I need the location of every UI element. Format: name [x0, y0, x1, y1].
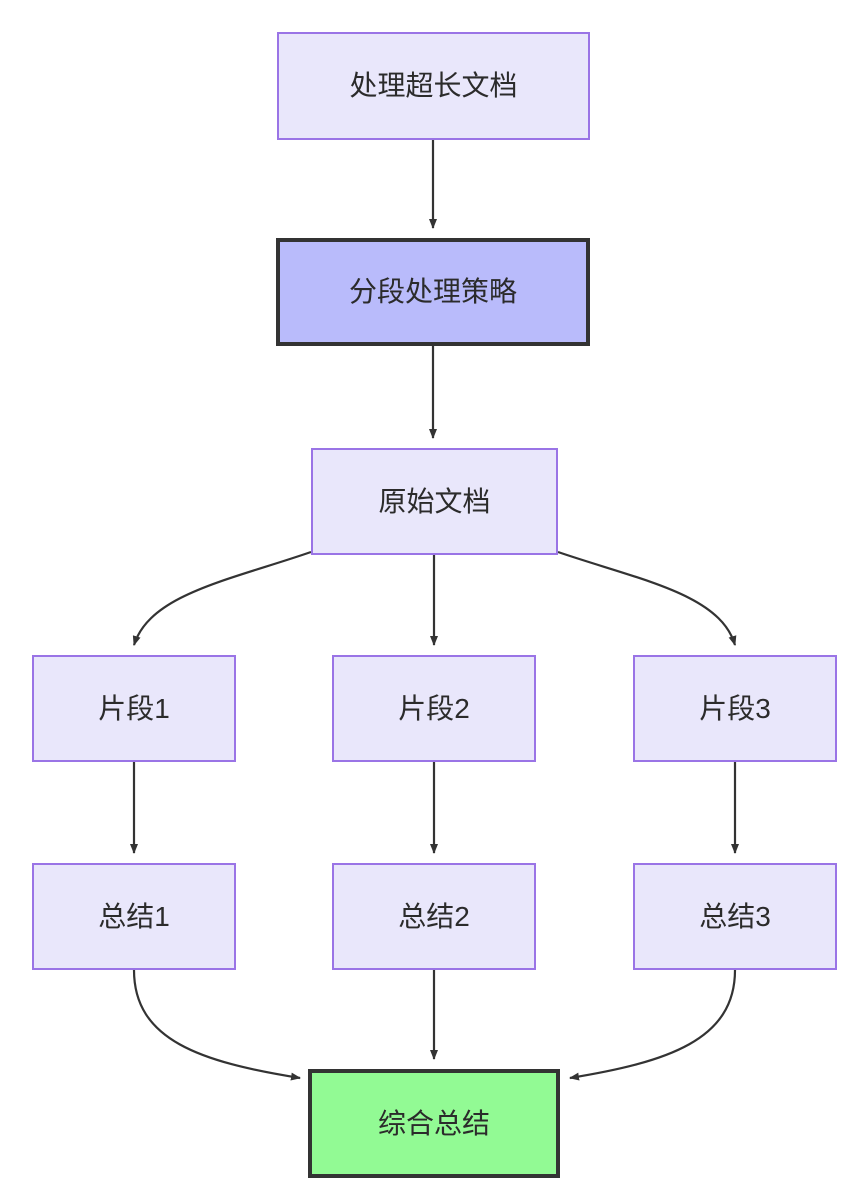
node-summary-1[interactable]: 总结1	[32, 863, 236, 970]
node-label: 总结1	[98, 900, 170, 932]
node-summary-3[interactable]: 总结3	[633, 863, 837, 970]
node-label: 综合总结	[377, 1107, 490, 1139]
edge-n9-n10	[569, 969, 737, 1081]
node-label: 片段3	[699, 692, 771, 724]
node-label: 原始文档	[378, 485, 491, 517]
node-label: 总结2	[398, 900, 470, 932]
edge-n3-n4	[132, 550, 312, 646]
node-label: 处理超长文档	[349, 70, 518, 102]
node-original-document[interactable]: 原始文档	[311, 448, 558, 555]
edge-n7-n10	[132, 969, 301, 1081]
node-fragment-3[interactable]: 片段3	[633, 655, 837, 762]
node-process-long-document[interactable]: 处理超长文档	[277, 32, 590, 140]
node-fragment-1[interactable]: 片段1	[32, 655, 236, 762]
node-label: 片段2	[398, 692, 470, 724]
edge-n3-n6	[557, 550, 737, 646]
node-label: 总结3	[699, 900, 771, 932]
node-chunked-processing-strategy[interactable]: 分段处理策略	[276, 238, 590, 346]
node-comprehensive-summary[interactable]: 综合总结	[308, 1069, 560, 1178]
node-fragment-2[interactable]: 片段2	[332, 655, 536, 762]
node-summary-2[interactable]: 总结2	[332, 863, 536, 970]
node-label: 片段1	[98, 692, 170, 724]
node-label: 分段处理策略	[348, 276, 517, 308]
